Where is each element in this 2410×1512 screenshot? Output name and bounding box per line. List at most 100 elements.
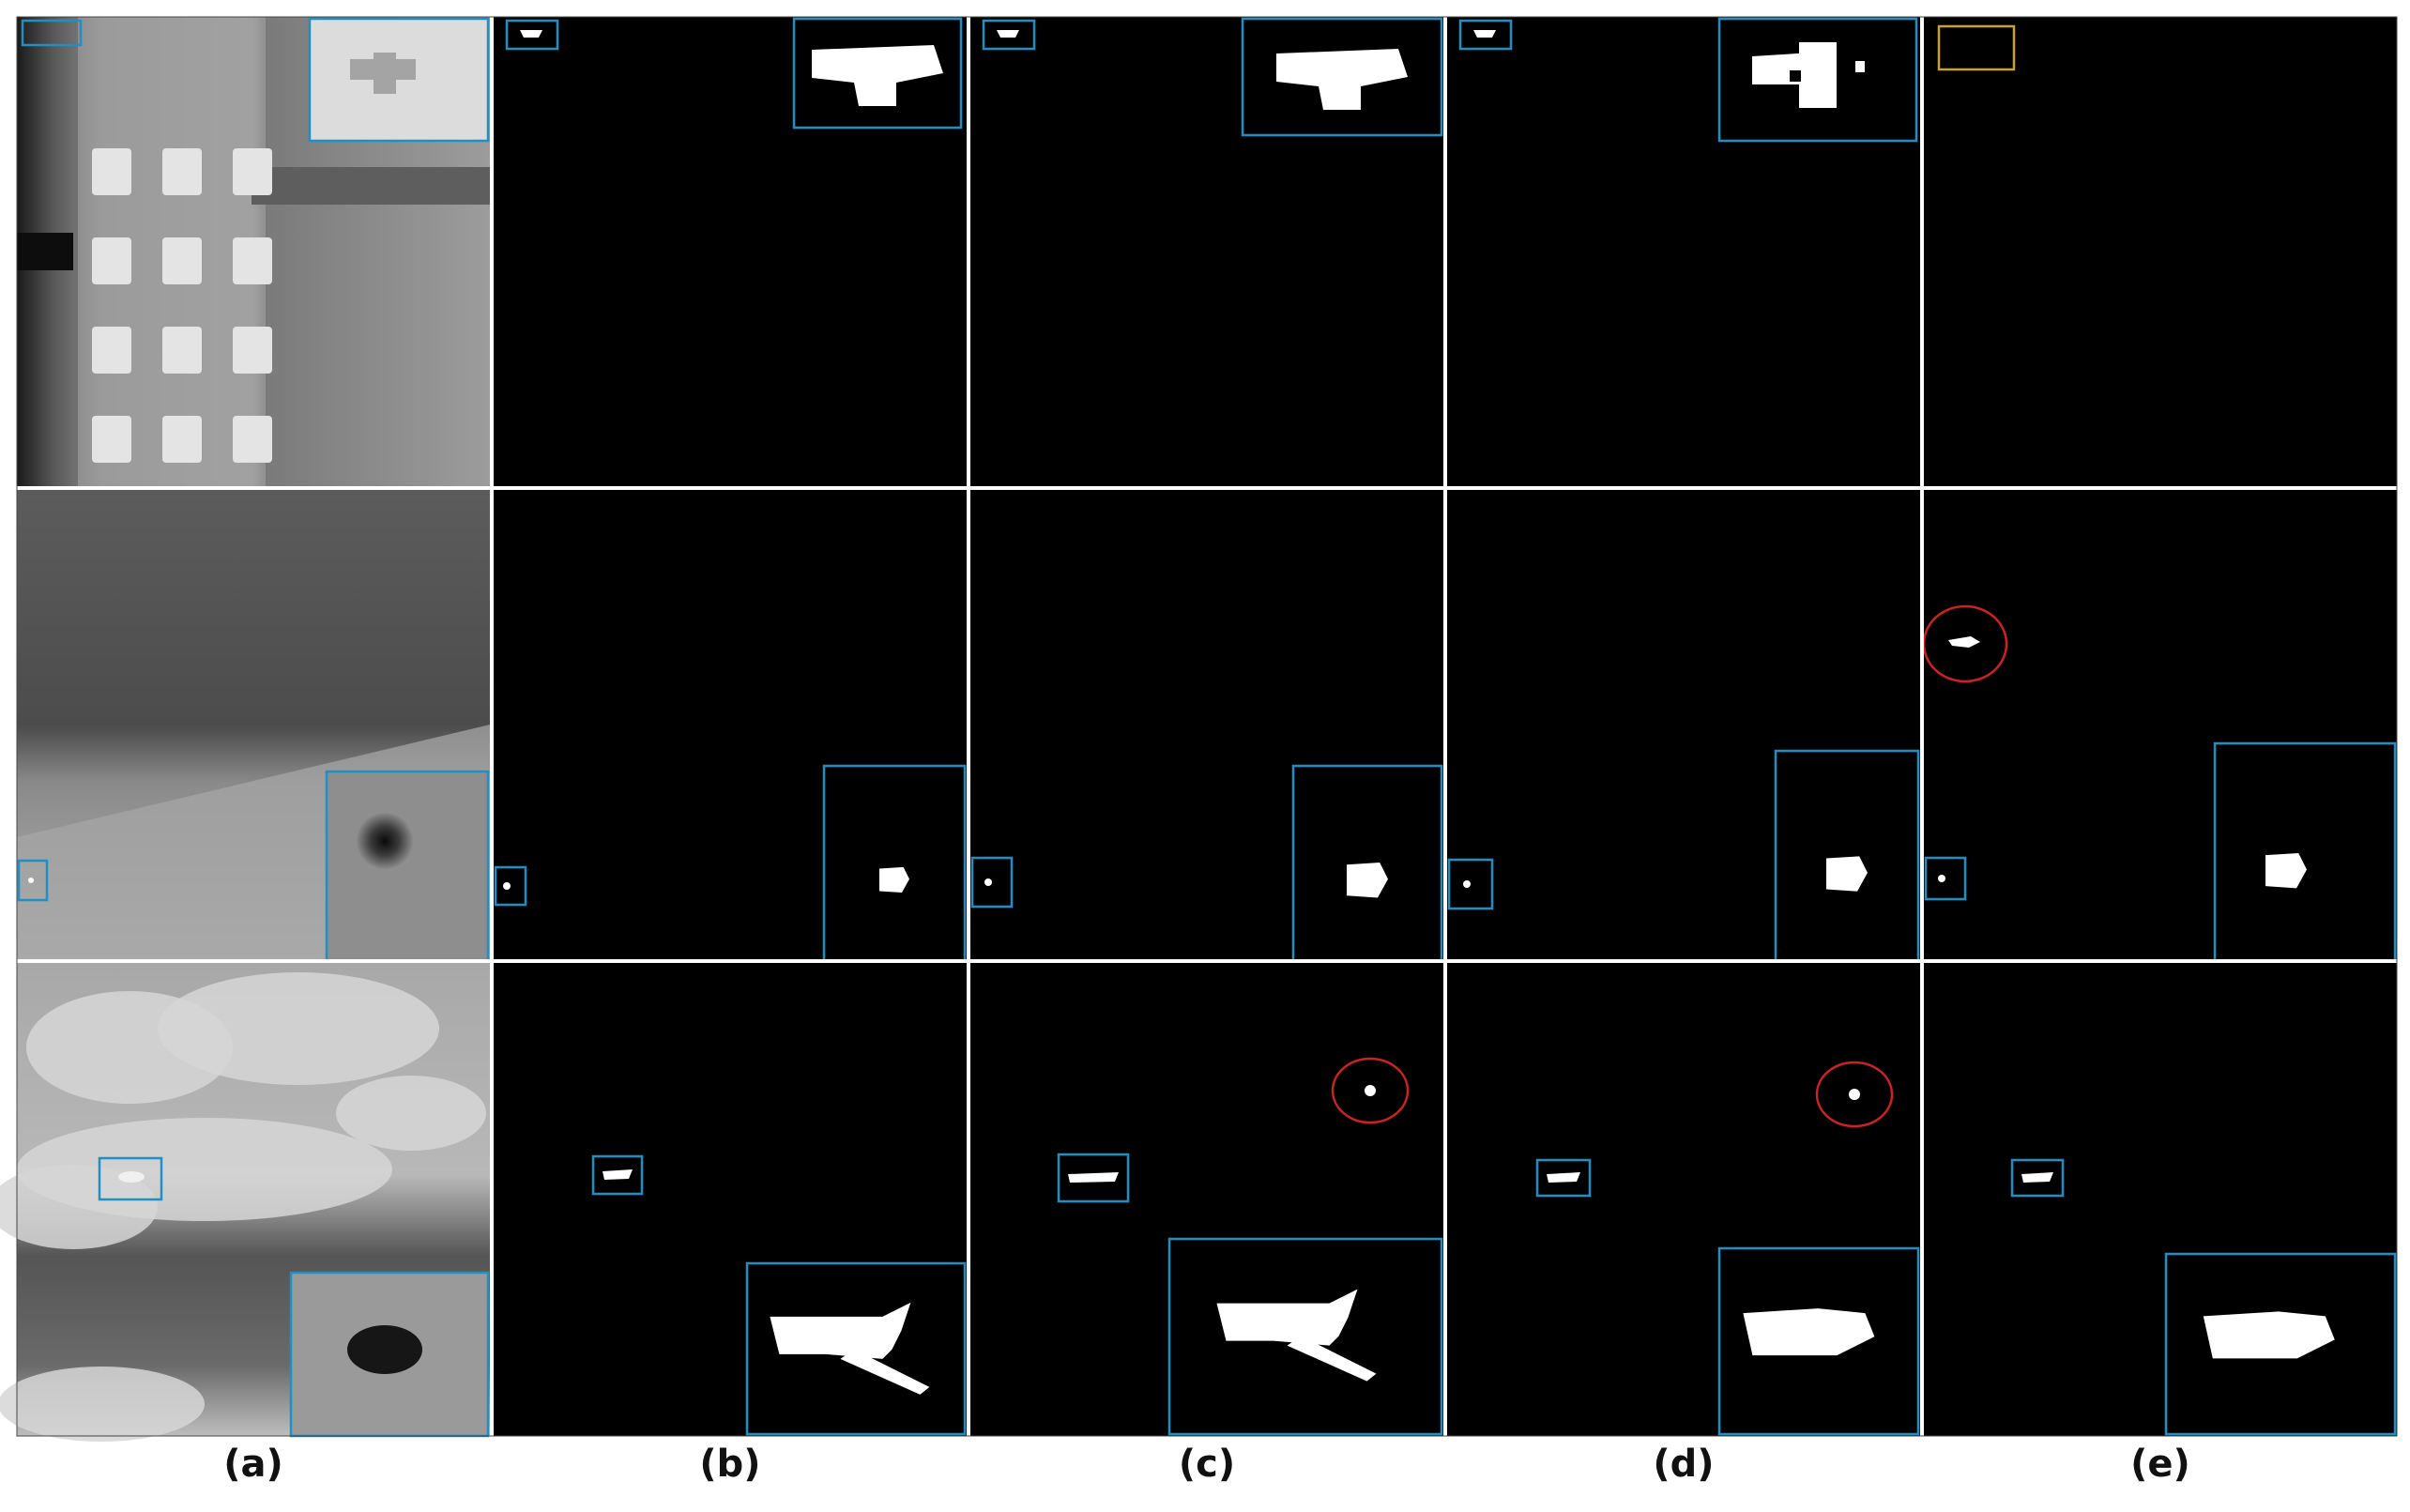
cloud-shape bbox=[0, 1367, 205, 1442]
mask-background bbox=[970, 17, 1443, 490]
target-box bbox=[494, 865, 527, 907]
column-label-e: (e) bbox=[2130, 1443, 2190, 1486]
target-mask bbox=[879, 866, 909, 893]
window-patch bbox=[233, 237, 272, 284]
panel-row3-col-b bbox=[494, 963, 967, 1436]
target-mask bbox=[1068, 1172, 1119, 1183]
false-alarm-circle bbox=[1815, 1061, 1894, 1128]
target-mask bbox=[2021, 1172, 2053, 1183]
mask-background bbox=[1924, 963, 2397, 1436]
target-spot bbox=[118, 1171, 145, 1183]
zoom-box bbox=[1241, 17, 1443, 137]
target-box bbox=[21, 19, 83, 47]
window-patch bbox=[162, 416, 202, 463]
target-box bbox=[970, 856, 1014, 909]
target-mask bbox=[1276, 49, 1408, 110]
cloud-shape bbox=[336, 1076, 486, 1151]
target-mask bbox=[1216, 1289, 1358, 1346]
missed-target-box bbox=[1937, 24, 2016, 71]
panel-row1-col-b bbox=[494, 17, 967, 490]
target-mask bbox=[1347, 863, 1388, 898]
window-patch bbox=[92, 148, 131, 195]
zoom-box bbox=[745, 1261, 967, 1436]
panel-row2-col-d bbox=[1447, 490, 1920, 963]
panel-row3-col-a bbox=[0, 963, 490, 1442]
zoom-target bbox=[347, 1325, 422, 1374]
row-divider bbox=[17, 959, 2397, 963]
building-ledge bbox=[252, 167, 490, 205]
target-box bbox=[982, 19, 1036, 51]
target-dot bbox=[984, 878, 992, 886]
column-label-d: (d) bbox=[1653, 1443, 1715, 1486]
target-mask bbox=[2203, 1311, 2335, 1359]
target-mask bbox=[1799, 42, 1837, 108]
panel-row1-col-e bbox=[1924, 17, 2397, 490]
target-box bbox=[98, 1156, 163, 1201]
panel-row1-col-c bbox=[970, 17, 1443, 490]
panel-row3-col-e bbox=[1924, 963, 2397, 1436]
target-mask bbox=[812, 45, 943, 106]
target-box bbox=[1458, 19, 1513, 51]
zoom-box bbox=[308, 17, 490, 143]
false-alarm-mask bbox=[1365, 1085, 1376, 1096]
false-alarm-mask bbox=[1948, 636, 1980, 648]
target-mask bbox=[1826, 856, 1868, 892]
window-patch bbox=[92, 327, 131, 374]
panel-row2-col-a bbox=[17, 490, 490, 963]
target-mask bbox=[1473, 30, 1496, 38]
panel-row2-col-e bbox=[1922, 490, 2397, 963]
mask-hole bbox=[1790, 70, 1801, 82]
mask-background bbox=[1447, 17, 1920, 490]
column-divider bbox=[1920, 17, 1924, 1436]
mask-background bbox=[494, 963, 967, 1436]
target-mask bbox=[1743, 1308, 1875, 1356]
target-box bbox=[17, 859, 49, 902]
zoom-patch bbox=[327, 771, 488, 961]
target-box bbox=[591, 1154, 644, 1196]
window-patch bbox=[162, 148, 202, 195]
zoom-target bbox=[357, 813, 413, 869]
column-label-b: (b) bbox=[699, 1443, 761, 1486]
panel-row2-col-b bbox=[494, 490, 967, 963]
target-dot bbox=[1938, 875, 1945, 882]
panel-row1-col-d bbox=[1447, 17, 1920, 490]
mask-background bbox=[1924, 17, 2397, 490]
target-mask bbox=[602, 1169, 633, 1180]
zoom-box bbox=[2164, 1252, 2397, 1436]
target-box bbox=[1535, 1158, 1592, 1198]
column-label-c: (c) bbox=[1178, 1443, 1236, 1486]
zoom-box bbox=[1717, 1246, 1920, 1436]
mask-background bbox=[1924, 490, 2397, 963]
zoom-box bbox=[1717, 17, 1918, 143]
target-dot bbox=[1463, 880, 1471, 888]
column-divider bbox=[967, 17, 970, 1436]
target-box bbox=[1447, 858, 1494, 910]
target-box bbox=[1924, 856, 1967, 901]
window-patch bbox=[92, 237, 131, 284]
dark-opening bbox=[17, 233, 73, 270]
window-patch bbox=[92, 416, 131, 463]
mask-background bbox=[970, 963, 1443, 1436]
mask-background bbox=[1447, 490, 1920, 963]
target-dot bbox=[503, 882, 511, 890]
window-patch bbox=[162, 237, 202, 284]
zoom-box bbox=[792, 17, 963, 130]
target-fragment bbox=[1855, 61, 1865, 72]
target-box bbox=[1057, 1153, 1130, 1203]
window-patch bbox=[162, 327, 202, 374]
column-divider bbox=[490, 17, 494, 1436]
target-box bbox=[2010, 1158, 2065, 1198]
window-patch bbox=[233, 416, 272, 463]
row-divider bbox=[17, 486, 2397, 490]
target-mask bbox=[840, 1349, 930, 1395]
panel-row1-col-a bbox=[17, 17, 490, 490]
window-patch bbox=[233, 327, 272, 374]
target-mask bbox=[770, 1302, 911, 1359]
column-label-a: (a) bbox=[223, 1443, 283, 1486]
target-mask bbox=[1547, 1172, 1580, 1183]
mask-background bbox=[1447, 963, 1920, 1436]
target-mask bbox=[520, 30, 542, 38]
figure-frame bbox=[16, 16, 2398, 1437]
target-mask bbox=[1287, 1336, 1377, 1382]
